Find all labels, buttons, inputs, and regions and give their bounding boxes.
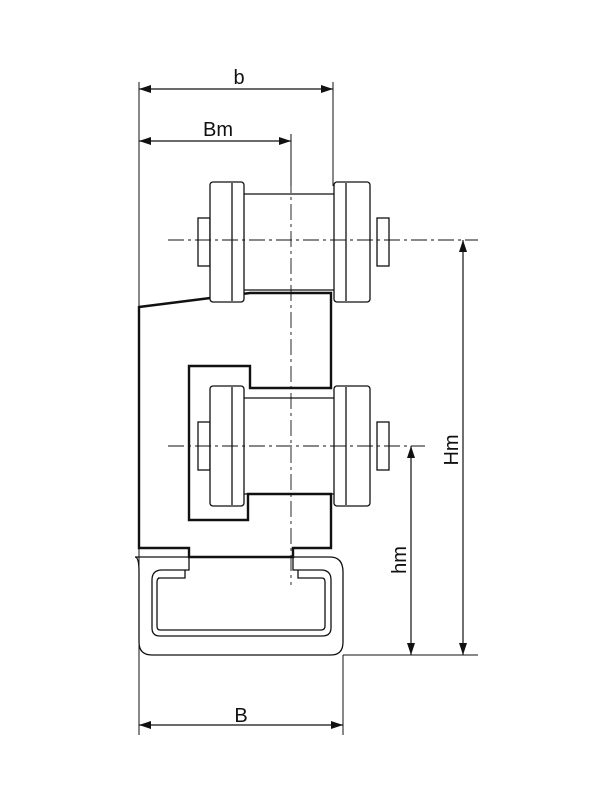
upper-axle-cap-right xyxy=(376,217,390,267)
upper-axle-cap-left xyxy=(197,217,211,267)
upper-wheel-right xyxy=(333,181,371,303)
label-Hm: Hm xyxy=(441,434,463,465)
center-lines xyxy=(168,150,478,585)
upper-wheel-left xyxy=(209,181,245,303)
trolley-body-outline xyxy=(137,291,333,559)
rail-inner-contour xyxy=(156,570,326,631)
label-B: B xyxy=(234,705,247,727)
trolley-body xyxy=(137,291,333,559)
rail-profile xyxy=(134,556,344,656)
dimension-lines xyxy=(139,85,467,729)
rail-outer-contour xyxy=(134,556,344,656)
label-b: b xyxy=(233,67,244,89)
label-bm: Bm xyxy=(203,119,233,141)
label-hm: hm xyxy=(389,546,411,574)
upper-roller-assembly xyxy=(197,181,390,303)
